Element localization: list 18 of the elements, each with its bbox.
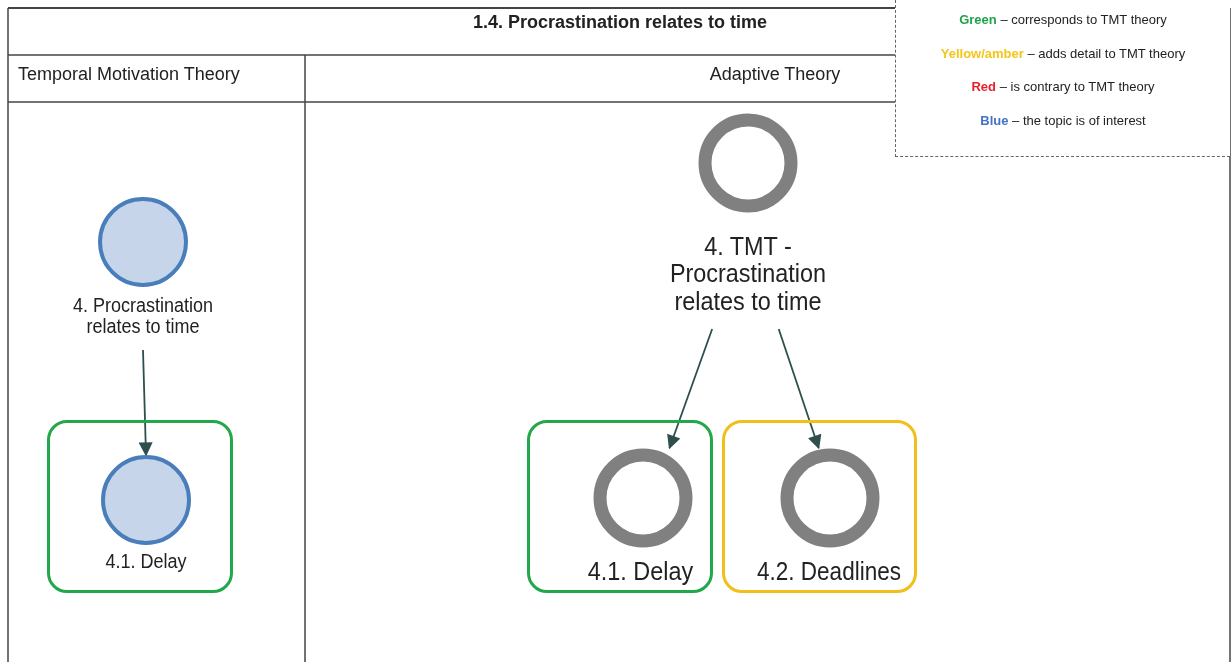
arrow [777, 328, 822, 450]
column-heading: Adaptive Theory [708, 64, 842, 85]
legend-entry: Blue – the topic is of interest [979, 112, 1147, 128]
group-frame [47, 420, 233, 593]
legend-entry: Yellow/amber – adds detail to TMT theory [939, 45, 1187, 61]
legend-entry: Green – corresponds to TMT theory [958, 12, 1168, 27]
node-label: 4.2. Deadlines [756, 558, 902, 585]
diagram-title: 1.4. Procrastination relates to time [472, 12, 768, 33]
arrow [138, 349, 153, 457]
arrow [667, 328, 714, 450]
legend-entry: Red – is contrary to TMT theory [970, 79, 1156, 94]
node-label: 4. Procrastination relates to time [71, 295, 215, 337]
node-label: 4.1. Delay [104, 551, 188, 572]
group-frame [527, 420, 713, 593]
column-heading: Temporal Motivation Theory [18, 64, 240, 85]
node-label: 4.1. Delay [586, 558, 695, 586]
group-frame [722, 420, 917, 593]
node-label: 4. TMT - Procrastination relates to time [668, 233, 828, 315]
